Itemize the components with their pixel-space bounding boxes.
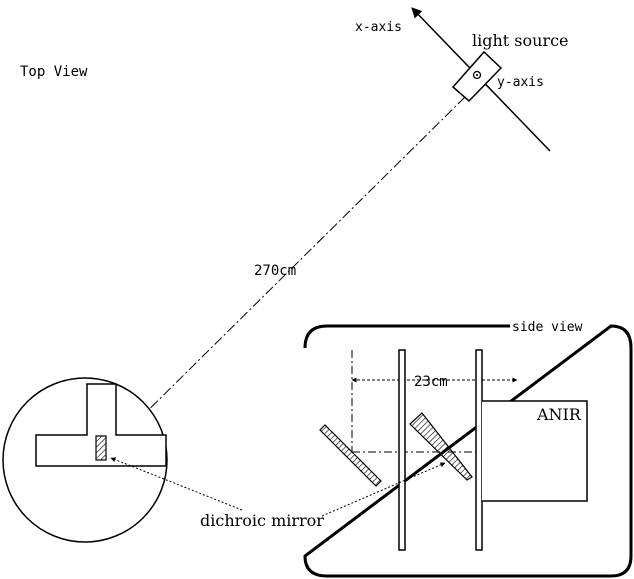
side-mirror-left <box>319 424 382 487</box>
plate-right <box>475 349 483 551</box>
pointer-to-top-mirror <box>110 457 243 511</box>
beam-line <box>110 96 466 448</box>
y-axis-dot-center-icon <box>476 74 478 76</box>
plate-left <box>398 349 406 551</box>
pointer-to-side-mirror <box>321 462 446 517</box>
distance-270-label: 270cm <box>254 263 296 279</box>
anir-box <box>482 400 588 502</box>
top-view-mirror <box>95 435 107 461</box>
dichroic-mirror-label: dichroic mirror <box>200 511 324 530</box>
side-view-label: side view <box>512 320 583 335</box>
side-mirror-wedge <box>409 412 473 481</box>
x-axis-label: x-axis <box>355 20 402 35</box>
light-source-label: light source <box>472 31 569 50</box>
instrument-t-shape <box>35 383 167 467</box>
y-axis-label: y-axis <box>497 75 544 90</box>
distance-23-label: 23cm <box>414 374 448 390</box>
side-view-frame <box>303 324 633 578</box>
top-view-label: Top View <box>20 64 88 80</box>
anir-label: ANIR <box>536 405 582 424</box>
